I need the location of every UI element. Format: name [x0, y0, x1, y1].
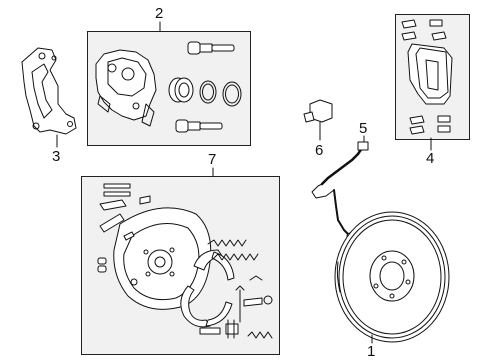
piston	[168, 77, 194, 103]
backing-plate	[113, 207, 212, 310]
callout-3: 3	[52, 148, 61, 165]
parking-brake-shoes	[180, 249, 235, 328]
pad-clips-top	[401, 19, 447, 41]
return-springs	[207, 239, 273, 339]
callout-2: 2	[155, 5, 164, 22]
caliper-assembly	[95, 49, 157, 127]
callout-7: 7	[208, 151, 217, 168]
brake-pads	[407, 43, 453, 105]
callout-5: 5	[359, 120, 368, 137]
wear-sensor	[303, 99, 333, 131]
callout-1: 1	[367, 343, 376, 360]
brake-hose	[311, 141, 369, 240]
brake-rotor	[334, 211, 450, 343]
caliper-bracket	[21, 47, 77, 135]
guide-pin-upper	[187, 41, 235, 55]
piston-seals	[199, 80, 242, 107]
guide-pin-lower	[175, 119, 223, 133]
pad-clips-bottom	[409, 115, 451, 135]
callout-4: 4	[426, 150, 435, 167]
callout-6: 6	[315, 142, 324, 159]
hardware-pieces	[97, 183, 273, 339]
